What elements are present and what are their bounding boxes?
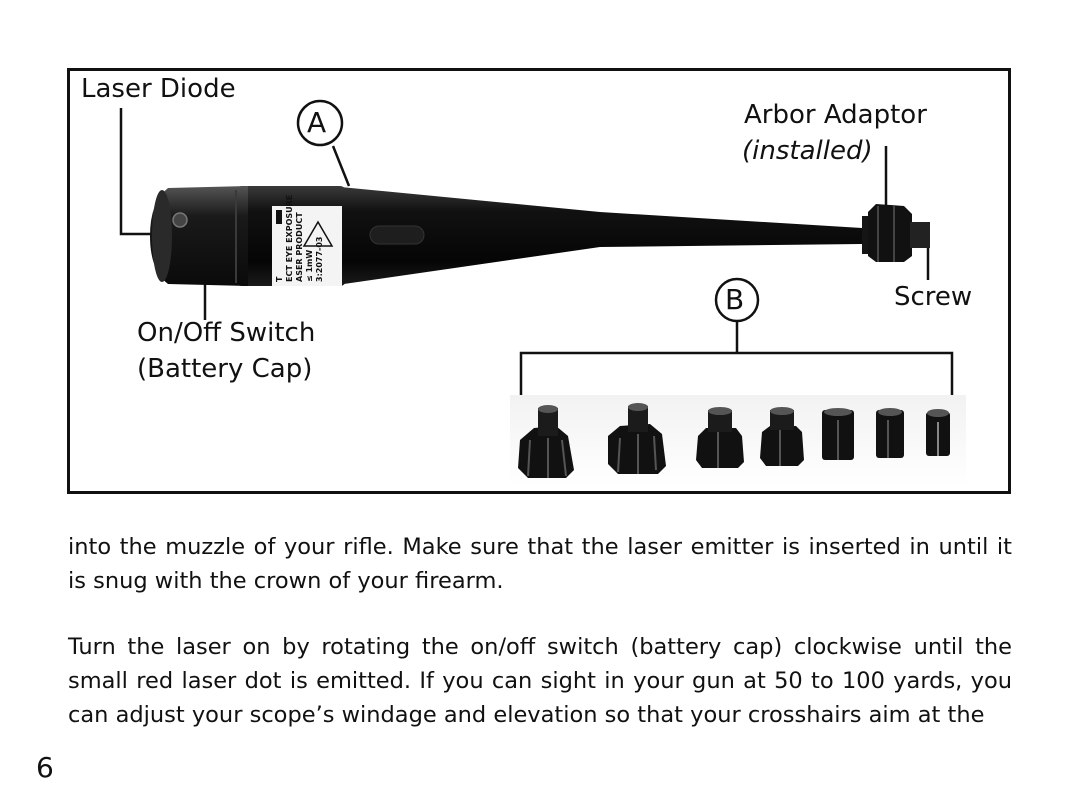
laser-diode-leader	[119, 108, 156, 236]
tapered-barrel	[330, 186, 862, 286]
label-laser-diode: Laser Diode	[81, 74, 236, 104]
label-part-a: A	[307, 106, 327, 139]
page-number: 6	[36, 751, 54, 784]
arbor-adaptor-1	[518, 405, 574, 478]
label-on-off-switch: On/Off Switch	[137, 318, 316, 348]
arbor-adaptor-3	[696, 407, 744, 468]
product-label-line: 3:2077-03	[315, 237, 324, 282]
part-b-circle	[714, 277, 760, 323]
cap-screw-hole	[172, 212, 188, 228]
laser-warning-icon	[302, 220, 334, 247]
part-a-circle	[296, 99, 344, 147]
product-label-line: ASER PRODUCT	[295, 212, 304, 282]
bore-sighter: T ECT EYE EXPOSURE ASER PRODUCT ≤ 1mW 3:…	[150, 186, 930, 286]
figure-frame	[67, 68, 1011, 494]
paragraph-2: Turn the laser on by rotating the on/off…	[68, 634, 1012, 728]
arbor-adaptor-5	[822, 408, 854, 460]
label-screw: Screw	[894, 282, 973, 312]
arbor-adaptor-4	[760, 407, 804, 466]
body-groove	[369, 225, 425, 245]
arbor-adaptor-7	[926, 409, 950, 456]
arbor-adaptor-6	[876, 408, 904, 458]
laser-diode-lens	[152, 190, 172, 282]
arbor-adaptor-2	[608, 403, 666, 474]
paragraph-1: into the muzzle of your rifle. Make sure…	[68, 534, 1012, 594]
product-label-line: T	[275, 276, 284, 282]
arbor-adaptor-set	[510, 395, 966, 487]
arbor-adaptor-installed	[862, 204, 930, 262]
label-part-b: B	[725, 283, 745, 316]
label-arbor-adaptor: Arbor Adaptor	[744, 100, 927, 130]
battery-cap	[150, 186, 248, 286]
label-battery-cap: (Battery Cap)	[137, 354, 313, 384]
product-label-line: ECT EYE EXPOSURE	[285, 195, 294, 282]
product-label-line: ≤ 1mW	[305, 250, 314, 282]
part-a-leader	[331, 145, 351, 187]
label-installed: (installed)	[742, 136, 873, 166]
bracket-b	[519, 351, 954, 395]
